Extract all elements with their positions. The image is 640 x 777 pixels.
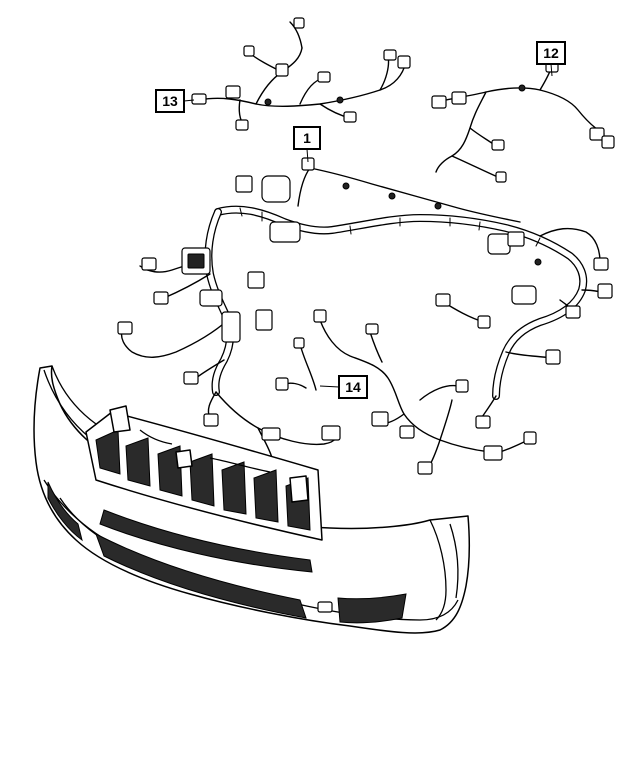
harness-12[interactable] (431, 61, 615, 183)
callout-1[interactable]: 1 (293, 126, 321, 163)
harness-13[interactable] (191, 17, 411, 131)
callout-label-12: 12 (543, 45, 559, 61)
callout-14[interactable]: 14 (319, 375, 368, 399)
callout-label-1: 1 (303, 130, 311, 146)
callout-label-14: 14 (345, 379, 361, 395)
front-grille[interactable] (85, 405, 323, 541)
callout-13[interactable]: 13 (155, 89, 195, 113)
callout-label-13: 13 (162, 93, 178, 109)
harness-1[interactable] (117, 157, 613, 459)
harness-14[interactable] (275, 293, 537, 475)
callout-12[interactable]: 12 (536, 41, 566, 77)
